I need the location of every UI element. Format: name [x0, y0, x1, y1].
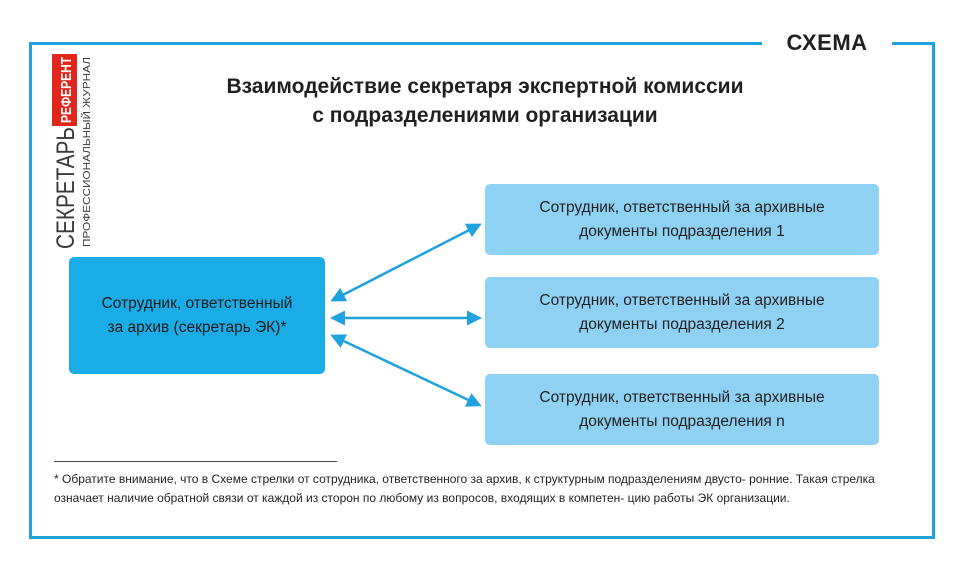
- department-box-2-line2: документы подразделения 2: [579, 315, 785, 333]
- section-tag: СХЕМА: [762, 28, 892, 58]
- department-box-n-line1: Сотрудник, ответственный за архивные: [539, 388, 825, 406]
- footnote-divider: [54, 461, 337, 462]
- main-employee-box: Сотрудник, ответственный за архив (секре…: [69, 257, 325, 374]
- department-box-2: Сотрудник, ответственный за архивные док…: [485, 277, 879, 348]
- diagram-title-line2: с подразделениями организации: [312, 104, 658, 127]
- department-box-1: Сотрудник, ответственный за архивные док…: [485, 184, 879, 255]
- main-box-line2: за архив (секретарь ЭК)*: [107, 318, 287, 336]
- logo-red-block: [52, 54, 77, 126]
- main-box-line1: Сотрудник, ответственный: [101, 294, 293, 312]
- diagram-title-line1: Взаимодействие секретаря экспертной коми…: [226, 75, 744, 98]
- department-box-n: Сотрудник, ответственный за архивные док…: [485, 374, 879, 445]
- department-box-1-line2: документы подразделения 1: [579, 222, 785, 240]
- arrow-to-department-n: [330, 334, 482, 407]
- logo-subtitle: ПРОФЕССИОНАЛЬНЫЙ ЖУРНАЛ: [80, 57, 93, 247]
- department-box-2-line1: Сотрудник, ответственный за архивные: [539, 291, 825, 309]
- arrow-to-department-1: [330, 223, 482, 302]
- logo-sekretar-referent: СЕКРЕТАРЬ РЕФЕРЕНТ ПРОФЕССИОНАЛЬНЫЙ ЖУРН…: [52, 54, 93, 249]
- logo-word-referent: РЕФЕРЕНТ: [58, 57, 75, 123]
- footnote-text: * Обратите внимание, что в Схеме стрелки…: [54, 472, 875, 505]
- diagram-frame: [29, 42, 935, 539]
- department-box-1-line1: Сотрудник, ответственный за архивные: [539, 198, 825, 216]
- department-box-n-line2: документы подразделения n: [579, 412, 785, 430]
- logo-word-sekretar: СЕКРЕТАРЬ: [52, 127, 80, 249]
